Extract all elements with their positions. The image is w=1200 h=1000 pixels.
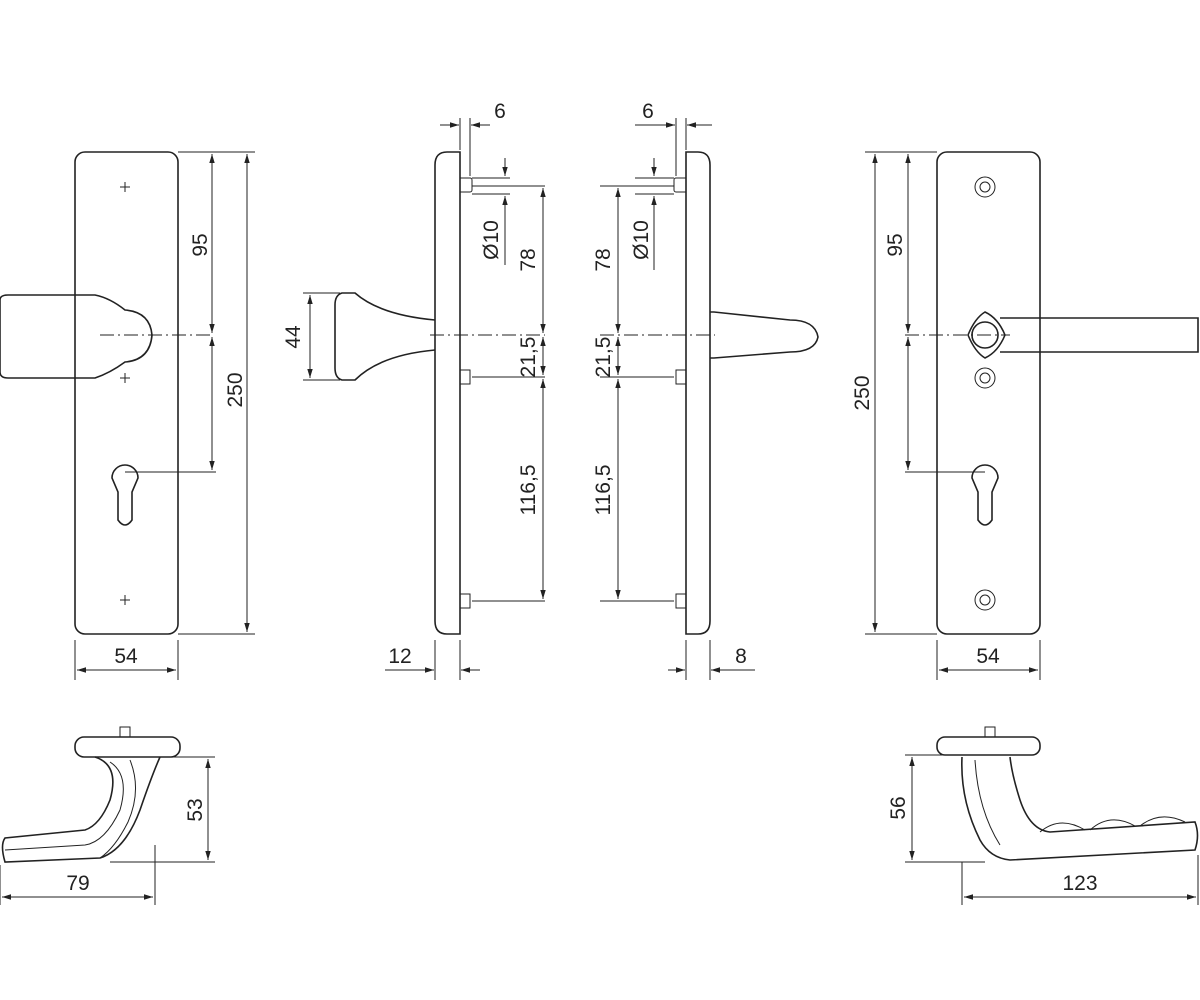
dim-front-left-54: 54 xyxy=(114,645,138,668)
front-view-lever-plate: 95 250 54 xyxy=(851,151,1199,680)
dim-side-left-12: 12 xyxy=(388,645,411,668)
top-view-lever: 56 123 xyxy=(887,726,1199,905)
dim-front-left-250: 250 xyxy=(224,372,247,407)
dim-knob-53: 53 xyxy=(184,798,207,821)
dim-side-right-78: 78 xyxy=(592,248,615,271)
dim-front-left-95: 95 xyxy=(189,233,212,256)
dim-lever-56: 56 xyxy=(887,796,910,819)
dim-lever-123: 123 xyxy=(1062,872,1097,895)
dim-side-right-8: 8 xyxy=(735,645,747,668)
dim-front-right-250: 250 xyxy=(851,375,874,410)
dim-side-left-diameter: Ø10 xyxy=(480,220,503,260)
dim-side-left-116-5: 116,5 xyxy=(517,465,540,516)
dim-side-left-44: 44 xyxy=(282,325,305,349)
dim-side-right-21-5: 21,5 xyxy=(592,337,615,378)
dim-side-right-116-5: 116,5 xyxy=(592,465,615,516)
front-view-knob-plate: 95 250 54 xyxy=(0,151,255,680)
dim-knob-79: 79 xyxy=(66,872,89,895)
dim-front-right-95: 95 xyxy=(884,233,907,256)
dim-side-left-78: 78 xyxy=(517,248,540,271)
dim-side-right-6: 6 xyxy=(642,100,654,123)
side-view-knob: Ø10 78 21,5 116,5 6 44 12 xyxy=(282,100,546,680)
dim-side-left-21-5: 21,5 xyxy=(517,337,540,378)
dim-side-right-diameter: Ø10 xyxy=(630,220,653,260)
top-view-knob: 53 79 xyxy=(0,726,215,905)
side-view-lever: Ø10 78 21,5 116,5 6 8 xyxy=(592,100,819,680)
dim-side-left-6: 6 xyxy=(494,100,506,123)
dim-front-right-54: 54 xyxy=(976,645,1000,668)
